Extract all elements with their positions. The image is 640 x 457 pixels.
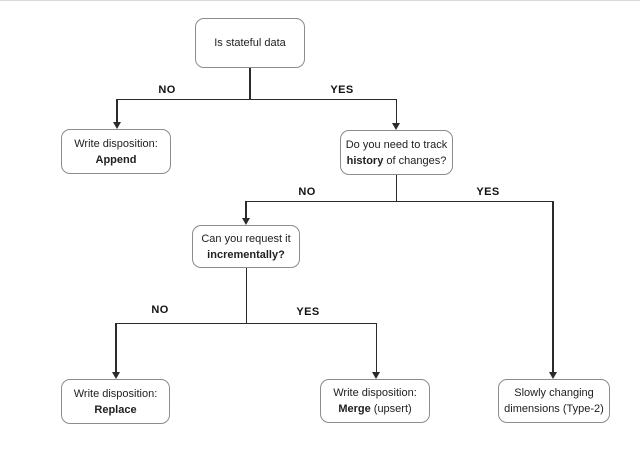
node-text-line: Write disposition: xyxy=(73,387,158,400)
connector-history-yes xyxy=(552,200,554,374)
node-text-line: Write disposition: xyxy=(74,137,158,150)
node-write-disposition-merge: Write disposition: Merge (upsert) xyxy=(320,379,430,423)
node-slowly-changing-dimensions: Slowly changing dimensions (Type-2) xyxy=(498,379,610,423)
edge-label-yes: YES xyxy=(296,306,320,318)
node-text-line: Write disposition: xyxy=(333,387,417,399)
node-text-line: Can you request it xyxy=(201,232,291,245)
connector-root-no xyxy=(116,98,118,124)
node-write-disposition-replace: Write disposition: Replace xyxy=(61,379,170,424)
arrowhead-replace xyxy=(111,372,120,379)
arrowhead-history xyxy=(392,123,401,130)
connector-history-stem xyxy=(395,175,398,201)
arrowhead-append xyxy=(112,122,121,129)
connector-incremental-no xyxy=(115,322,117,374)
edge-label-no: NO xyxy=(158,84,176,96)
connector-root-yes xyxy=(395,98,398,124)
arrowhead-incremental xyxy=(241,218,250,225)
node-text-line: Do you need to track xyxy=(345,138,448,151)
connector-incremental-yes xyxy=(375,322,378,374)
edge-label-no: NO xyxy=(298,186,316,198)
node-is-stateful-data: Is stateful data xyxy=(195,18,305,68)
connector-level2-branch xyxy=(245,200,554,203)
node-text-line: incrementally? xyxy=(207,248,285,261)
connector-history-no xyxy=(245,200,247,220)
node-text-line: Is stateful data xyxy=(214,37,286,49)
node-text-line: dimensions (Type-2) xyxy=(504,403,604,415)
node-text-line: Slowly changing xyxy=(514,387,594,399)
node-track-history-question: Do you need to track history of changes? xyxy=(340,130,453,175)
node-text-line: history of changes? xyxy=(346,154,447,167)
connector-root-stem xyxy=(249,68,251,99)
connector-level1-branch xyxy=(116,98,397,101)
arrowhead-merge xyxy=(372,372,381,379)
edge-label-yes: YES xyxy=(330,84,354,96)
arrowhead-scd xyxy=(548,372,557,379)
node-text-line: Replace xyxy=(94,403,137,416)
connector-incremental-stem xyxy=(245,268,248,323)
node-text-line: Merge (upsert) xyxy=(338,403,412,415)
node-write-disposition-append: Write disposition: Append xyxy=(61,129,171,174)
node-request-incrementally-question: Can you request it incrementally? xyxy=(192,225,300,268)
node-text-line: Append xyxy=(95,153,137,166)
connector-level3-branch xyxy=(115,322,377,325)
edge-label-yes: YES xyxy=(476,186,500,198)
edge-label-no: NO xyxy=(151,304,169,316)
